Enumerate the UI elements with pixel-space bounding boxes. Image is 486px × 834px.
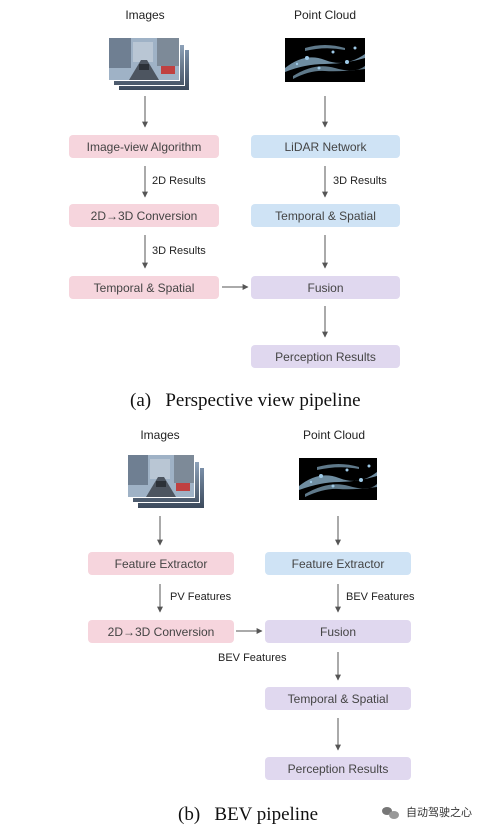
- perception-results-box-a: Perception Results: [251, 345, 400, 368]
- conversion-box-a: 2D→3D Conversion: [69, 204, 219, 227]
- edge-label-bev-features-right: BEV Features: [346, 591, 414, 603]
- camera-image-front: [127, 454, 195, 498]
- feature-extractor-left-box: Feature Extractor: [88, 552, 234, 575]
- temporal-spatial-right-box-a: Temporal & Spatial: [251, 204, 400, 227]
- pointcloud-label-b: Point Cloud: [284, 428, 384, 442]
- edge-label-bev-features-left: BEV Features: [218, 652, 286, 664]
- caption-b: (b) BEV pipeline: [178, 804, 318, 826]
- perception-results-box-b: Perception Results: [265, 757, 411, 780]
- temporal-spatial-box-b: Temporal & Spatial: [265, 687, 411, 710]
- images-label-b: Images: [120, 428, 200, 442]
- conversion-box-b: 2D→3D Conversion: [88, 620, 234, 643]
- watermark: 自动驾驶之心: [382, 804, 472, 820]
- feature-extractor-right-box: Feature Extractor: [265, 552, 411, 575]
- watermark-text: 自动驾驶之心: [406, 804, 472, 820]
- fusion-box-b: Fusion: [265, 620, 411, 643]
- pointcloud-label-a: Point Cloud: [275, 8, 375, 22]
- caption-a: (a) Perspective view pipeline: [130, 390, 361, 412]
- image-view-algorithm-box: Image-view Algorithm: [69, 135, 219, 158]
- fusion-box-a: Fusion: [251, 276, 400, 299]
- pointcloud-image-a: [285, 38, 365, 82]
- pointcloud-image-b: [299, 458, 377, 500]
- temporal-spatial-left-box-a: Temporal & Spatial: [69, 276, 219, 299]
- camera-image-front: [108, 37, 180, 81]
- edge-label-2d-results: 2D Results: [152, 175, 206, 187]
- edge-label-pv-features: PV Features: [170, 591, 231, 603]
- wechat-icon: [382, 805, 400, 819]
- lidar-network-box: LiDAR Network: [251, 135, 400, 158]
- edge-label-3d-results-left-a: 3D Results: [152, 245, 206, 257]
- images-label-a: Images: [105, 8, 185, 22]
- edge-label-3d-results-right-a: 3D Results: [333, 175, 387, 187]
